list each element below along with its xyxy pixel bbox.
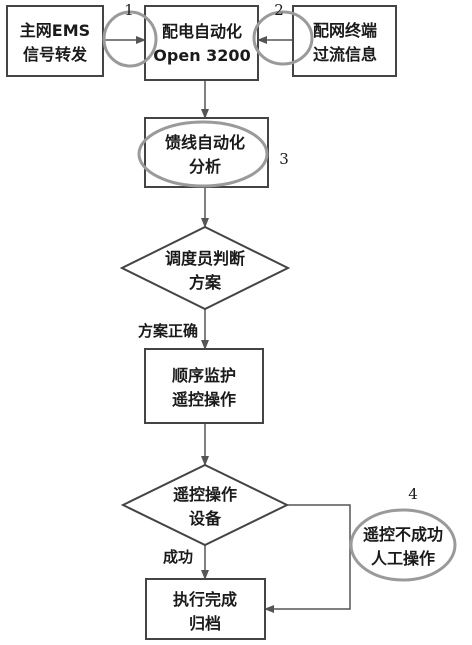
edge-equipment-to-manual-to-archive	[264, 504, 351, 613]
callout-number-3: 3	[279, 150, 289, 168]
equipment-label-line1: 遥控操作	[173, 485, 237, 504]
open3200-box	[144, 5, 259, 81]
edge-label-success: 成功	[163, 548, 193, 566]
manual-label-line1: 遥控不成功	[363, 525, 443, 544]
feeder-label-line2: 分析	[189, 157, 221, 176]
dispatcher-label-line1: 调度员判断	[165, 249, 245, 268]
terminal-label-line2: 过流信息	[313, 45, 377, 64]
manual-label-line2: 人工操作	[371, 549, 435, 568]
terminal-label-line1: 配网终端	[313, 21, 377, 40]
callout-number-4: 4	[408, 485, 418, 503]
open3200-label-line1: 配电自动化	[162, 22, 242, 41]
archive-label-line2: 归档	[189, 614, 221, 633]
open3200-label-line2: Open 3200	[153, 46, 250, 65]
equipment-diamond	[120, 463, 290, 547]
ems-box	[6, 5, 104, 77]
callout-ellipse-3	[137, 120, 269, 188]
ems-label-line2: 信号转发	[23, 45, 88, 64]
archive-box	[145, 578, 266, 640]
dispatcher-diamond	[119, 225, 291, 311]
callout-number-2: 2	[274, 1, 284, 19]
archive-label-line1: 执行完成	[173, 590, 237, 609]
equipment-label-line2: 设备	[189, 509, 222, 528]
sequence-label-line1: 顺序监护	[172, 366, 236, 385]
terminal-box	[292, 5, 397, 77]
dispatcher-label-line2: 方案	[189, 273, 222, 292]
sequence-label-line2: 遥控操作	[172, 390, 236, 409]
feeder-label-line1: 馈线自动化	[165, 133, 245, 152]
callout-ellipse-1	[102, 10, 158, 68]
callout-ellipse-4	[349, 508, 457, 582]
sequence-box	[144, 348, 264, 424]
edge-label-plan-correct: 方案正确	[138, 322, 198, 340]
callout-ellipse-2	[252, 10, 314, 66]
ems-label-line1: 主网EMS	[20, 21, 90, 40]
callout-number-1: 1	[124, 1, 134, 19]
